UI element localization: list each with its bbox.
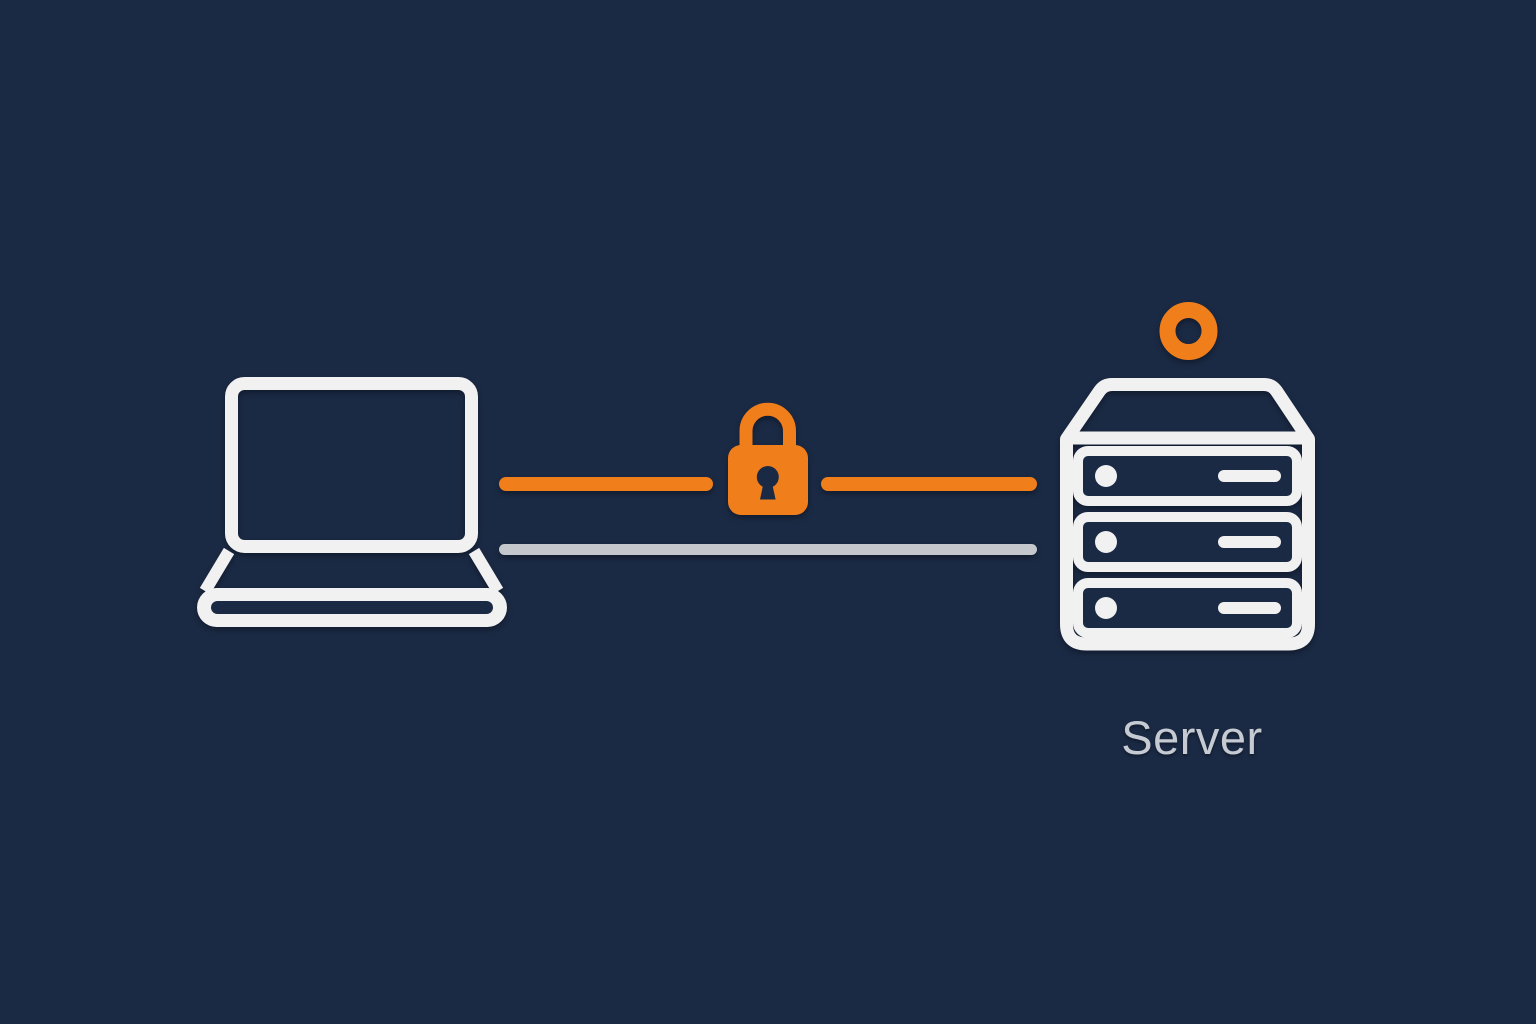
drive-bay-outline (1073, 512, 1302, 572)
drive-bay-vent (1218, 602, 1281, 614)
drive-bay-outline (1073, 578, 1302, 638)
padlock-icon (728, 402, 808, 515)
drive-bay-vent (1218, 536, 1281, 548)
server-rack-icon (1060, 378, 1315, 651)
server-drive-bay (1073, 578, 1302, 638)
laptop-base-slot (211, 601, 493, 614)
drive-bay-vent (1218, 470, 1281, 482)
laptop-deck-right-edge (468, 547, 504, 595)
server-drive-bay (1073, 512, 1302, 572)
padlock-shackle (739, 402, 796, 452)
drive-bay-led (1095, 597, 1117, 619)
server-drive-bay (1073, 446, 1302, 506)
padlock-keyhole-stem (760, 483, 776, 500)
status-ring (1159, 302, 1218, 360)
padlock-keyhole (756, 466, 779, 488)
server-chassis (1060, 378, 1315, 651)
drive-bay-led (1095, 531, 1117, 553)
laptop-deck-left-edge (199, 547, 235, 595)
drive-bay-led (1095, 465, 1117, 487)
server-label: Server (1121, 711, 1263, 764)
drive-bay-outline (1073, 446, 1302, 506)
laptop-screen (225, 377, 478, 553)
laptop-icon (197, 377, 507, 627)
status-ring-icon (1159, 302, 1218, 360)
